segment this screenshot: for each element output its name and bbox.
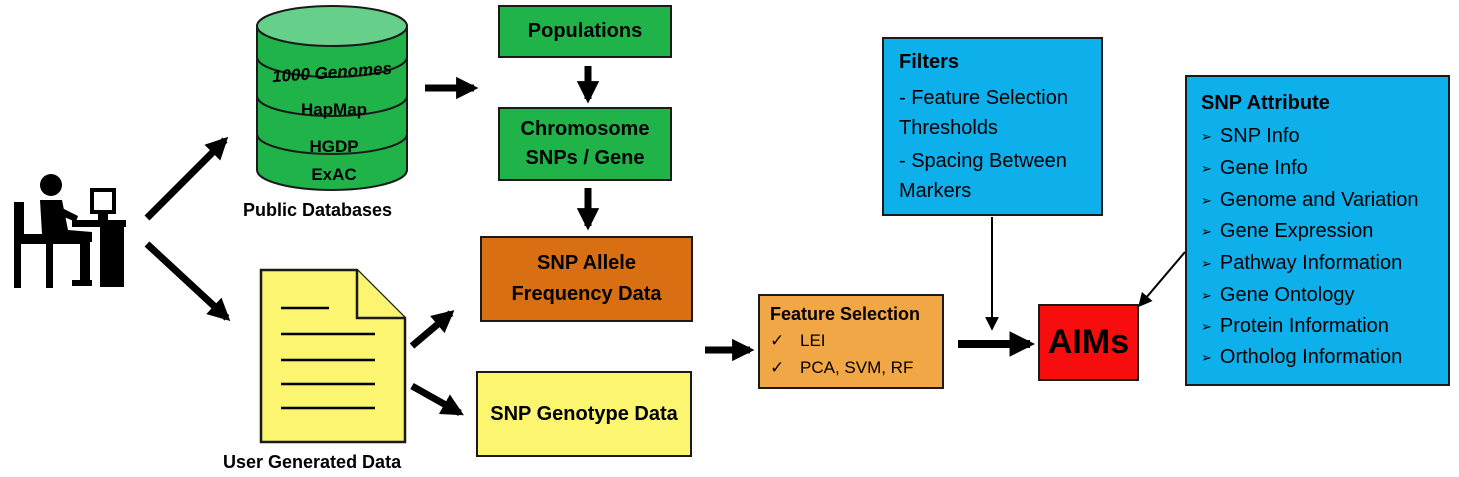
- filters-item1-line2: Thresholds: [899, 117, 998, 139]
- filters-title: Filters: [899, 51, 960, 73]
- arrow-attributes-to-aims: [1138, 251, 1186, 308]
- filters-item2-line2: Markers: [899, 180, 972, 202]
- arrow-userdata-to-allele: [409, 310, 455, 349]
- allele-line1: SNP Allele: [537, 252, 636, 274]
- arrow-bullet-icon: ➢: [1201, 161, 1212, 176]
- snp-attribute-item: ➢Genome and Variation: [1201, 189, 1419, 211]
- genotype-box: SNP Genotype Data: [476, 371, 692, 457]
- database-stack: 1000 Genomes HapMap HGDP ExAC: [256, 5, 408, 191]
- arrow-userdata-to-genotype: [410, 382, 464, 417]
- arrow-bullet-icon: ➢: [1201, 224, 1212, 239]
- populations-box: Populations: [498, 5, 672, 58]
- snp-attribute-title: SNP Attribute: [1201, 92, 1330, 114]
- genotype-label: SNP Genotype Data: [490, 402, 678, 425]
- database-hapmap: HapMap: [301, 100, 367, 119]
- aims-label: AIMs: [1047, 323, 1130, 361]
- allele-line2: Frequency Data: [511, 283, 662, 305]
- filters-item1-line1: - Feature Selection: [899, 87, 1068, 109]
- check-icon: ✓: [770, 331, 785, 350]
- arrow-bullet-icon: ➢: [1201, 288, 1212, 303]
- snp-attribute-item: ➢Protein Information: [1201, 315, 1389, 337]
- user-generated-data-label: User Generated Data: [223, 452, 402, 472]
- arrow-user-to-userdata: [144, 241, 231, 322]
- snp-attribute-item: ➢Gene Expression: [1201, 220, 1374, 242]
- arrow-user-to-databases: [144, 136, 229, 221]
- snp-attribute-item: ➢Gene Info: [1201, 157, 1308, 179]
- chromosome-line2: SNPs / Gene: [525, 147, 645, 169]
- feature-selection-title: Feature Selection: [770, 304, 921, 324]
- arrow-bullet-icon: ➢: [1201, 193, 1212, 208]
- aims-box: AIMs: [1038, 304, 1139, 381]
- chromosome-box: Chromosome SNPs / Gene: [498, 107, 672, 181]
- feature-selection-box: Feature Selection ✓LEI ✓PCA, SVM, RF: [758, 294, 944, 389]
- arrow-bullet-icon: ➢: [1201, 350, 1212, 365]
- snp-attribute-item: ➢Gene Ontology: [1201, 284, 1355, 306]
- filters-box: Filters - Feature Selection Thresholds -…: [882, 37, 1103, 216]
- allele-frequency-box: SNP Allele Frequency Data: [480, 236, 693, 322]
- arrow-bullet-icon: ➢: [1201, 319, 1212, 334]
- snp-attribute-box: SNP Attribute ➢SNP Info ➢Gene Info ➢Geno…: [1185, 75, 1450, 386]
- feature-selection-item: ✓LEI: [770, 331, 826, 350]
- snp-attribute-item: ➢SNP Info: [1201, 125, 1300, 147]
- feature-selection-item: ✓PCA, SVM, RF: [770, 358, 914, 377]
- public-databases-label: Public Databases: [243, 200, 393, 220]
- arrow-bullet-icon: ➢: [1201, 256, 1212, 271]
- database-hgdp: HGDP: [309, 137, 358, 156]
- database-exac: ExAC: [311, 165, 356, 184]
- check-icon: ✓: [770, 358, 785, 377]
- snp-attribute-item: ➢Ortholog Information: [1201, 346, 1403, 368]
- user-computer-icon: [14, 174, 126, 288]
- document-icon: [259, 268, 407, 444]
- filters-item2-line1: - Spacing Between: [899, 150, 1067, 172]
- snp-attribute-item: ➢Pathway Information: [1201, 252, 1403, 274]
- chromosome-line1: Chromosome: [520, 118, 650, 140]
- populations-label: Populations: [527, 20, 643, 42]
- arrow-bullet-icon: ➢: [1201, 129, 1212, 144]
